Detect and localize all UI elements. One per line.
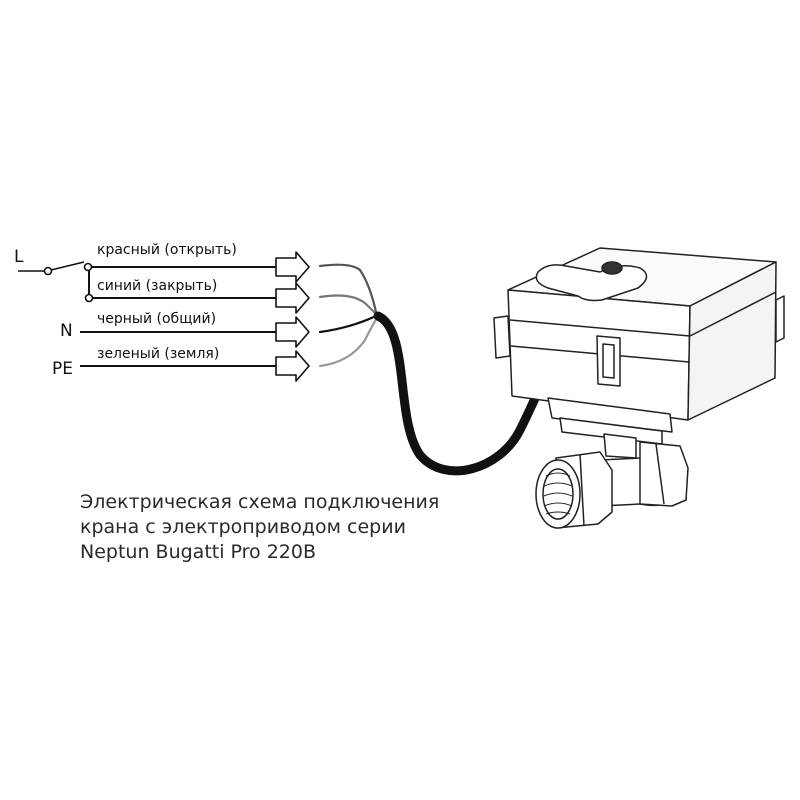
wire-fanout [318,263,379,368]
connector-arrow-red-icon [275,251,310,283]
caption-line-3: Neptun Bugatti Pro 220В [80,541,317,563]
override-handle-icon [535,264,648,302]
actuator-tab-right [596,335,621,387]
valve-nut-right [639,441,689,507]
terminal-label-l: L [14,247,24,267]
wire-blue [318,294,378,316]
connector-arrow-blue-icon [275,282,310,314]
valve-stem [603,433,637,459]
actuator-tab-left [493,315,511,359]
actuator-side-face [687,261,777,421]
wire-green [318,316,379,368]
terminal-label-n: N [60,321,73,341]
conductor-lines [80,266,276,367]
actuator-base [547,397,673,433]
cable [373,311,543,476]
wire-red [318,263,378,314]
terminal-label-pe: PE [52,359,73,379]
conductor-blue-dot [84,293,94,303]
caption-line-1: Электрическая схема подключения [80,491,440,513]
wire-label-red: красный (открыть) [97,242,237,258]
wire-black [318,314,378,334]
wire-label-blue: синий (закрыть) [97,278,217,294]
diagram-caption: Электрическая схема подключения крана с … [80,490,540,565]
wire-label-green: зеленый (земля) [97,346,219,362]
switch-l [18,261,93,276]
connector-arrow-green-icon [275,350,310,382]
valve-actuator [493,247,785,529]
connector-arrows [275,251,310,382]
caption-line-2: крана с электроприводом серии [80,516,406,538]
connector-arrow-black-icon [275,316,310,348]
wire-label-black: черный (общий) [97,311,216,327]
